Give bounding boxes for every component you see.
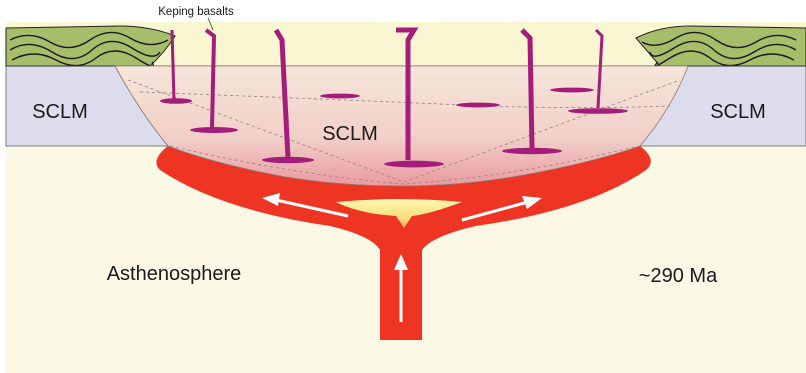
sill-1: [160, 98, 192, 104]
sill-6: [568, 108, 628, 114]
keping-basalts-label: Keping basalts: [158, 6, 234, 18]
asthenosphere-label: Asthenosphere: [107, 263, 242, 285]
sill-3: [262, 157, 314, 163]
sclm-label-center: SCLM: [322, 123, 378, 145]
age-label: ~290 Ma: [639, 265, 718, 287]
folded-crust-right: [636, 26, 806, 66]
folded-crust-left: [6, 26, 175, 66]
sill-5: [502, 148, 562, 154]
sclm-label-left: SCLM: [32, 101, 88, 123]
sill-9: [550, 88, 594, 93]
sill-8: [456, 103, 500, 108]
sill-4: [384, 161, 444, 168]
sill-7: [320, 94, 360, 99]
sclm-label-right: SCLM: [710, 101, 766, 123]
sill-2: [190, 127, 238, 133]
